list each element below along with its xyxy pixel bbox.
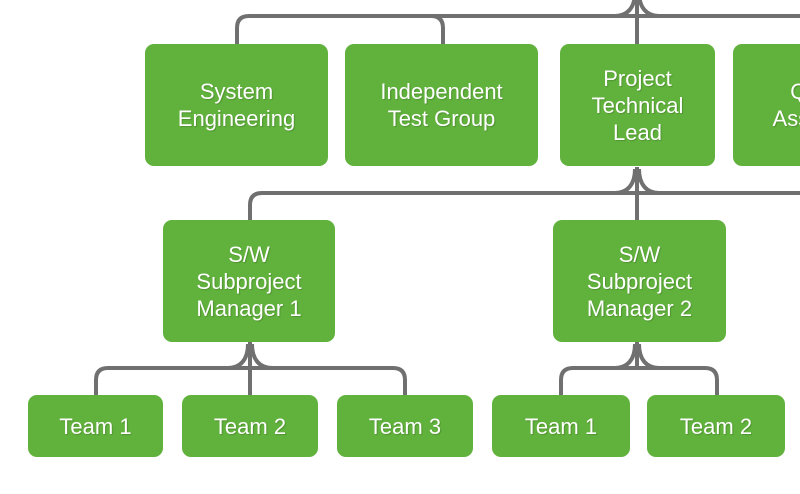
node-m2-team-1[interactable]: Team 1 <box>492 395 630 457</box>
node-quality-assurance[interactable]: Quality Assurance <box>733 44 800 166</box>
connector-funnel-top-left <box>614 0 637 18</box>
connector-funnel-m2-right <box>637 343 660 370</box>
connector-m1-team-rail <box>94 366 407 395</box>
node-independent-test-group[interactable]: Independent Test Group <box>345 44 538 166</box>
connector-independent-test-group <box>430 14 445 44</box>
node-system-engineering[interactable]: System Engineering <box>145 44 328 166</box>
node-m1-team-1[interactable]: Team 1 <box>28 395 163 457</box>
connector-funnel-top-right <box>637 0 660 18</box>
connector-funnel-m1-left <box>227 343 250 370</box>
connector-m2-team-rail <box>559 366 719 395</box>
node-project-technical-lead[interactable]: Project Technical Lead <box>560 44 715 166</box>
connector-funnel-m1-right <box>250 343 273 370</box>
node-m1-team-3[interactable]: Team 3 <box>337 395 473 457</box>
connector-mid-rail <box>248 191 800 220</box>
connector-top-rail <box>235 14 800 44</box>
connector-funnel-m2-left <box>614 343 637 370</box>
node-m1-team-2[interactable]: Team 2 <box>182 395 318 457</box>
connector-funnel-mid-right <box>637 168 660 195</box>
node-sw-subproject-manager-2[interactable]: S/W Subproject Manager 2 <box>553 220 726 342</box>
node-sw-subproject-manager-1[interactable]: S/W Subproject Manager 1 <box>163 220 335 342</box>
node-m2-team-2[interactable]: Team 2 <box>647 395 785 457</box>
connector-funnel-mid-left <box>614 168 637 195</box>
